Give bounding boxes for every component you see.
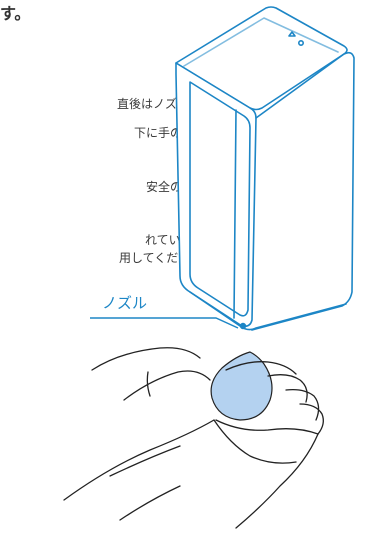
page-heading-fragment: す。	[0, 4, 31, 23]
dispenser-illustration	[175, 6, 355, 331]
droplet-icon	[210, 351, 273, 421]
nozzle-leader-line	[90, 317, 239, 329]
nozzle-label: ノズル	[102, 294, 148, 312]
hands-illustration	[63, 347, 324, 529]
